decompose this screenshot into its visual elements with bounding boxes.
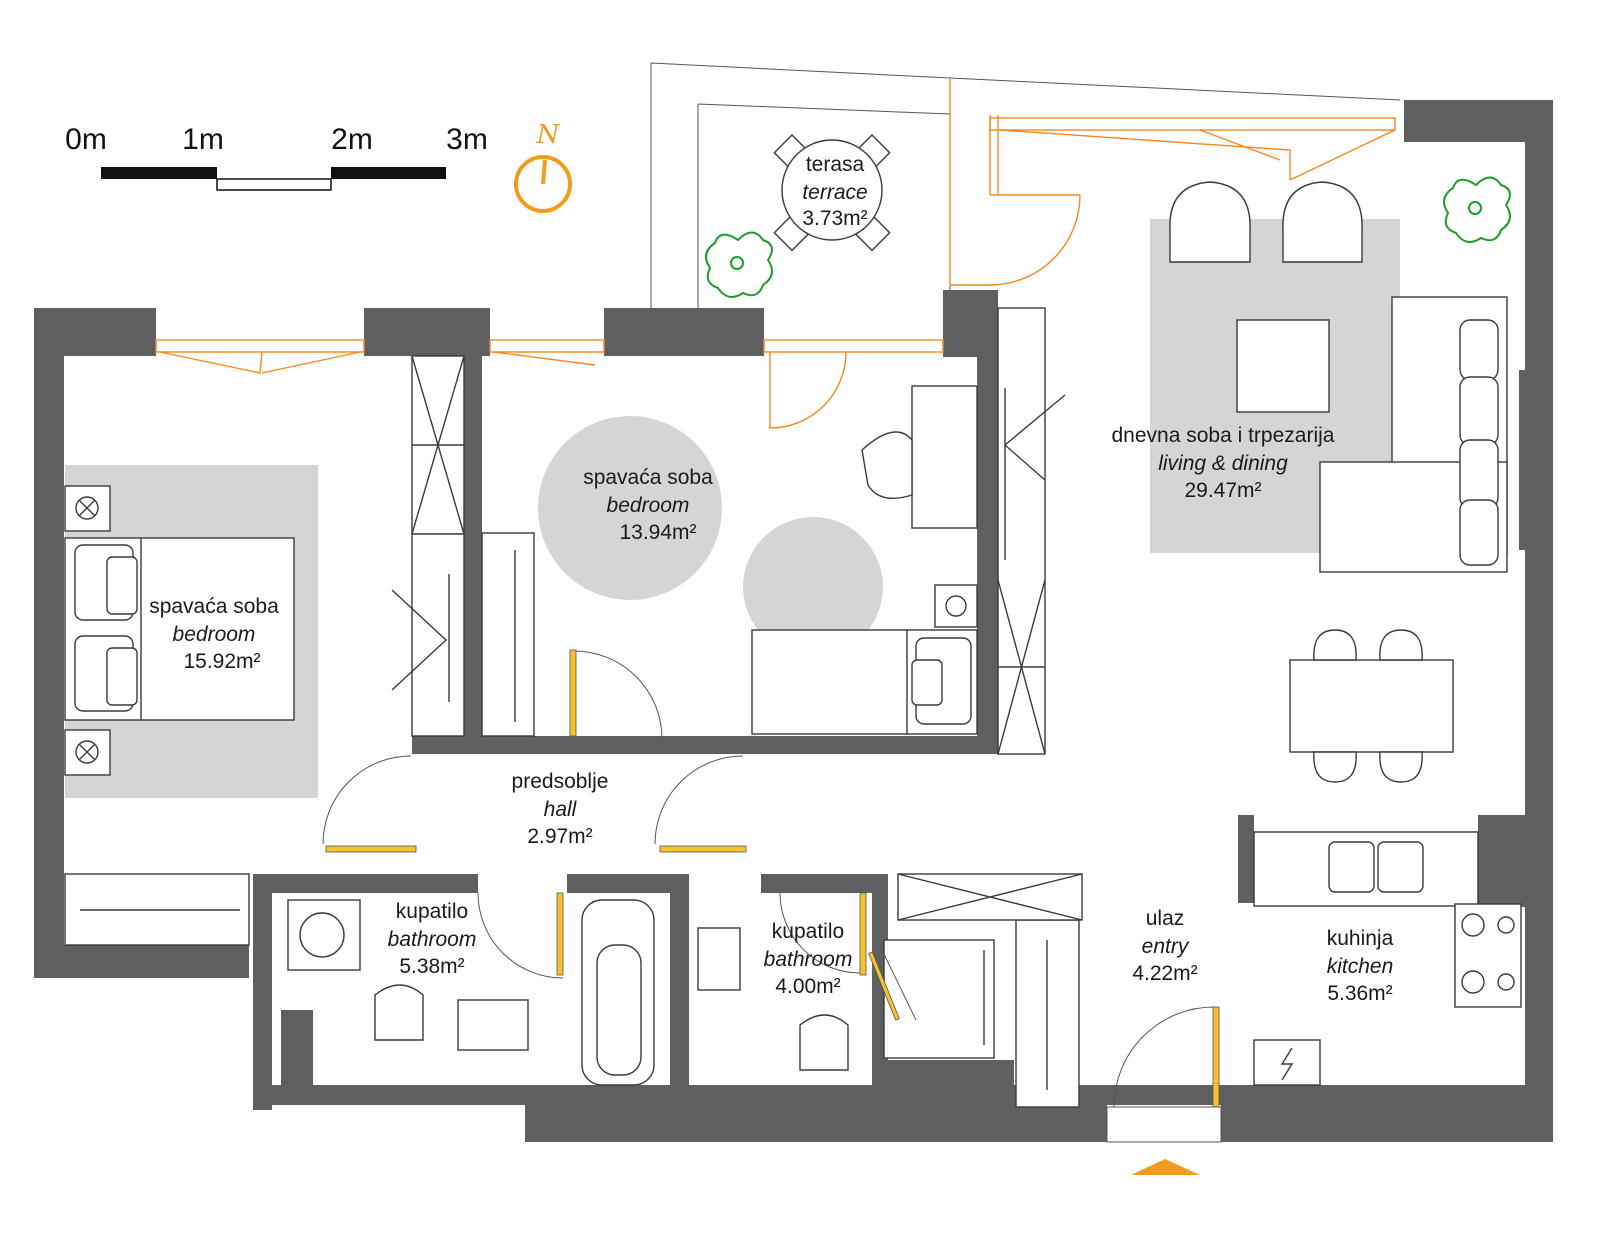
bathroom-1-name-local: kupatilo	[396, 900, 468, 923]
kitchen-area: 5.36m²	[1327, 982, 1392, 1005]
bathroom-2-name-en: bathroom	[764, 948, 853, 971]
bedroom-large-name-local: spavaća soba	[149, 595, 279, 618]
rug-round-bedroom	[538, 416, 722, 600]
north-label: N	[536, 120, 561, 150]
bedroom-small-name-local: spavaća soba	[583, 466, 713, 489]
hall-area: 2.97m²	[527, 825, 592, 848]
entry-arrow-icon	[1131, 1159, 1200, 1175]
rug-round-bedroom-2	[743, 517, 883, 657]
nightstand-icons	[64, 485, 111, 776]
terrace-name-en: terrace	[802, 181, 867, 204]
coffee-table	[1236, 319, 1330, 413]
terrace-name-local: terasa	[806, 153, 865, 176]
scale-tick-1m: 1m	[182, 123, 224, 156]
room-label-living: dnevna soba i trpezarija living & dining…	[1112, 424, 1335, 502]
windows	[155, 117, 1396, 429]
kitchen-name-local: kuhinja	[1327, 927, 1394, 950]
single-bed	[751, 629, 978, 735]
bathroom-2-name-local: kupatilo	[772, 920, 844, 943]
bedroom-small-area: 13.94m²	[619, 521, 696, 544]
living-name-local: dnevna soba i trpezarija	[1112, 424, 1335, 447]
plant-icon-living	[1443, 176, 1511, 243]
entry-area: 4.22m²	[1132, 962, 1197, 985]
scale-tick-3m: 3m	[446, 123, 488, 156]
desk	[861, 385, 978, 628]
bedroom-large-name-en: bedroom	[173, 623, 256, 646]
north-arrow-icon: N	[514, 120, 572, 213]
kitchen-counter	[1253, 831, 1522, 1086]
bathroom-2-area: 4.00m²	[775, 975, 840, 998]
room-label-hall: predsoblje hall 2.97m²	[512, 770, 609, 848]
bathroom-2-fixtures	[697, 927, 995, 1071]
dining-set	[1289, 629, 1454, 783]
entry-name-local: ulaz	[1146, 907, 1185, 930]
terrace-outline	[650, 62, 1401, 308]
hall-name-en: hall	[544, 798, 578, 821]
living-name-en: living & dining	[1158, 452, 1288, 475]
double-bed	[64, 537, 295, 721]
room-label-terrace: terasa terrace 3.73m²	[802, 153, 867, 230]
bathroom-1-area: 5.38m²	[399, 955, 464, 978]
entry-name-en: entry	[1142, 935, 1190, 958]
room-label-bedroom-large: spavaća soba bedroom 15.92m²	[149, 595, 279, 673]
living-name-area: 29.47m²	[1184, 479, 1261, 502]
bedroom-large-area: 15.92m²	[183, 650, 260, 673]
wardrobes	[64, 307, 1083, 1108]
room-label-kitchen: kuhinja kitchen 5.36m²	[1327, 927, 1394, 1005]
bedroom-small-name-en: bedroom	[607, 494, 690, 517]
terrace-area: 3.73m²	[802, 207, 867, 230]
armchairs	[1169, 181, 1363, 263]
bathroom-1-name-en: bathroom	[388, 928, 477, 951]
room-label-bedroom-small: spavaća soba bedroom 13.94m²	[583, 466, 713, 544]
scale-tick-0m: 0m	[65, 123, 107, 156]
kitchen-name-en: kitchen	[1327, 955, 1394, 978]
terrace-table	[773, 134, 891, 252]
bathroom-1-fixtures	[287, 899, 655, 1086]
scale-tick-2m: 2m	[331, 123, 373, 156]
hall-name-local: predsoblje	[512, 770, 609, 793]
room-label-bathroom-2: kupatilo bathroom 4.00m²	[764, 920, 853, 998]
plant-icon-terrace	[705, 231, 773, 298]
room-label-entry: ulaz entry 4.22m²	[1132, 907, 1197, 985]
doors	[322, 649, 1222, 1143]
room-label-bathroom-1: kupatilo bathroom 5.38m²	[388, 900, 477, 978]
scale-bar: 0m 1m 2m 3m	[65, 123, 488, 191]
sofa	[1319, 296, 1508, 573]
